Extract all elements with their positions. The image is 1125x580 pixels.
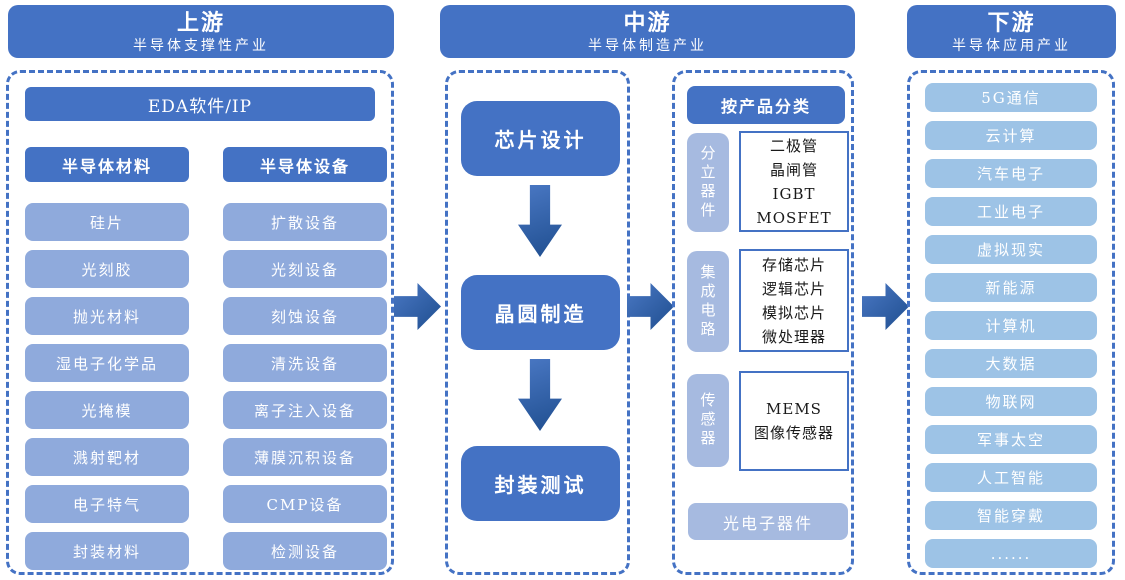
equipment-column-header: 半导体设备 xyxy=(223,147,387,182)
equipment-list: 扩散设备 光刻设备 刻蚀设备 清洗设备 离子注入设备 薄膜沉积设备 CMP设备 … xyxy=(223,203,387,570)
product-classification-panel: 按产品分类 分立器件 二极管 晶闸管 IGBT MOSFET 集成电路 存储芯片… xyxy=(672,70,854,575)
category-sensors: 传感器 xyxy=(687,374,729,467)
detail-item: 晶闸管 xyxy=(769,160,818,179)
list-item: 汽车电子 xyxy=(925,159,1097,188)
list-item: 薄膜沉积设备 xyxy=(223,438,387,476)
list-item: 新能源 xyxy=(925,273,1097,302)
list-item: 电子特气 xyxy=(25,485,189,523)
discrete-devices-detail-box: 二极管 晶闸管 IGBT MOSFET xyxy=(739,131,849,232)
classification-header: 按产品分类 xyxy=(687,86,845,124)
upstream-panel: EDA软件/IP 半导体材料 硅片 光刻胶 抛光材料 湿电子化学品 光掩模 溅射… xyxy=(6,70,394,575)
list-item: ...... xyxy=(925,539,1097,568)
detail-item: MEMS xyxy=(766,400,822,418)
list-item: 硅片 xyxy=(25,203,189,241)
sensors-detail-box: MEMS 图像传感器 xyxy=(739,371,849,471)
detail-item: MOSFET xyxy=(756,208,832,227)
downstream-panel: 5G通信 云计算 汽车电子 工业电子 虚拟现实 新能源 计算机 大数据 物联网 … xyxy=(907,70,1115,575)
flow-step-packaging-testing: 封装测试 xyxy=(461,446,620,521)
detail-item: 二极管 xyxy=(769,136,818,155)
category-discrete-devices: 分立器件 xyxy=(687,133,729,232)
materials-list: 硅片 光刻胶 抛光材料 湿电子化学品 光掩模 溅射靶材 电子特气 封装材料 xyxy=(25,203,189,570)
arrow-down-icon xyxy=(518,185,562,257)
upstream-header: 上游 半导体支撑性产业 xyxy=(8,5,394,58)
detail-item: 逻辑芯片 xyxy=(761,279,826,298)
equipment-column: 半导体设备 扩散设备 光刻设备 刻蚀设备 清洗设备 离子注入设备 薄膜沉积设备 … xyxy=(223,147,387,570)
list-item: 光刻设备 xyxy=(223,250,387,288)
detail-item: 模拟芯片 xyxy=(761,303,826,322)
detail-item: IGBT xyxy=(772,184,816,203)
list-item: 抛光材料 xyxy=(25,297,189,335)
midstream-header: 中游 半导体制造产业 xyxy=(440,5,855,58)
flow-step-chip-design: 芯片设计 xyxy=(461,101,620,176)
list-item: 智能穿戴 xyxy=(925,501,1097,530)
list-item: 封装材料 xyxy=(25,532,189,570)
list-item: 人工智能 xyxy=(925,463,1097,492)
arrow-right-icon xyxy=(394,283,441,330)
downstream-title: 下游 xyxy=(987,9,1036,36)
downstream-subtitle: 半导体应用产业 xyxy=(952,37,1071,54)
detail-item: 存储芯片 xyxy=(761,255,826,274)
list-item: 扩散设备 xyxy=(223,203,387,241)
list-item: 光刻胶 xyxy=(25,250,189,288)
list-item: 工业电子 xyxy=(925,197,1097,226)
materials-column-header: 半导体材料 xyxy=(25,147,189,182)
list-item: 刻蚀设备 xyxy=(223,297,387,335)
upstream-title: 上游 xyxy=(176,9,225,36)
manufacturing-flow-panel: 芯片设计 晶圆制造 封装测试 xyxy=(445,70,630,575)
upstream-subtitle: 半导体支撑性产业 xyxy=(133,37,269,54)
list-item: 光掩模 xyxy=(25,391,189,429)
materials-column: 半导体材料 硅片 光刻胶 抛光材料 湿电子化学品 光掩模 溅射靶材 电子特气 封… xyxy=(25,147,189,570)
arrow-right-icon xyxy=(862,283,909,330)
integrated-circuits-detail-box: 存储芯片 逻辑芯片 模拟芯片 微处理器 xyxy=(739,249,849,352)
list-item: 检测设备 xyxy=(223,532,387,570)
optoelectronics-box: 光电子器件 xyxy=(688,503,848,540)
list-item: 虚拟现实 xyxy=(925,235,1097,264)
list-item: 云计算 xyxy=(925,121,1097,150)
list-item: CMP设备 xyxy=(223,485,387,523)
list-item: 5G通信 xyxy=(925,83,1097,112)
applications-list: 5G通信 云计算 汽车电子 工业电子 虚拟现实 新能源 计算机 大数据 物联网 … xyxy=(925,83,1097,568)
list-item: 计算机 xyxy=(925,311,1097,340)
arrow-down-icon xyxy=(518,359,562,431)
midstream-subtitle: 半导体制造产业 xyxy=(588,37,707,54)
list-item: 大数据 xyxy=(925,349,1097,378)
detail-item: 微处理器 xyxy=(761,327,826,346)
list-item: 湿电子化学品 xyxy=(25,344,189,382)
category-integrated-circuits: 集成电路 xyxy=(687,251,729,352)
downstream-header: 下游 半导体应用产业 xyxy=(907,5,1116,58)
eda-software-ip-box: EDA软件/IP xyxy=(25,87,375,121)
list-item: 离子注入设备 xyxy=(223,391,387,429)
detail-item: 图像传感器 xyxy=(753,424,834,442)
midstream-title: 中游 xyxy=(623,9,672,36)
list-item: 清洗设备 xyxy=(223,344,387,382)
arrow-right-icon xyxy=(627,283,674,330)
list-item: 军事太空 xyxy=(925,425,1097,454)
list-item: 溅射靶材 xyxy=(25,438,189,476)
list-item: 物联网 xyxy=(925,387,1097,416)
flow-step-wafer-fabrication: 晶圆制造 xyxy=(461,275,620,350)
